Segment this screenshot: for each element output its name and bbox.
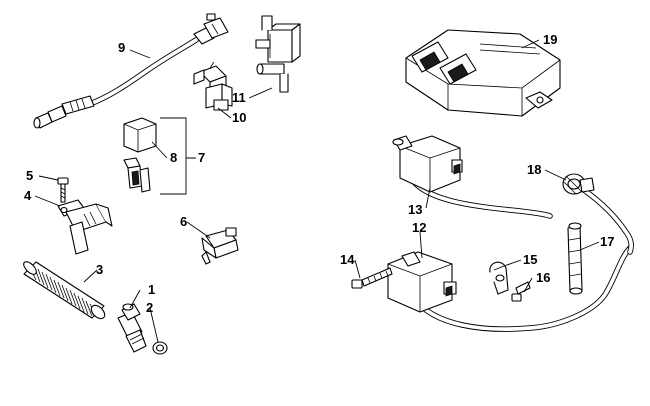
callout-14: 14 [340,252,355,267]
callout-16: 16 [536,270,550,285]
bolt-16-part [511,281,531,302]
ecu-module-part [405,29,561,117]
callout-18: 18 [527,162,541,177]
spark-plug-cap-part [562,173,595,195]
callout-4: 4 [24,188,32,203]
callout-17: 17 [600,234,614,249]
temperature-sensor-part [117,303,147,353]
corrugated-tube-part [23,261,106,320]
callout-10: 10 [232,110,246,125]
screw-5 [57,177,69,203]
spark-plug-lead-part [567,187,634,295]
callout-1: 1 [148,282,155,297]
callout-3: 3 [96,262,103,277]
callout-5: 5 [26,168,33,183]
ignition-coil-lower-part [387,245,633,332]
callout-19: 19 [543,32,557,47]
callout-8: 8 [170,150,177,165]
ignition-coil-upper-part [392,135,553,219]
callout-2: 2 [146,300,153,315]
callout-6: 6 [180,214,187,229]
callout-9: 9 [118,40,125,55]
o-ring-part [152,341,168,355]
bracket-leader-7 [160,117,196,195]
relay-part [123,117,157,193]
bolt-14-part [351,267,393,289]
callout-12: 12 [412,220,426,235]
pressure-switch-part [201,227,239,265]
map-sensor-part [57,199,113,255]
clamp-part [489,261,509,295]
callout-13: 13 [408,202,422,217]
oxygen-sensor-part [33,13,229,129]
callout-7: 7 [198,150,205,165]
vacuum-switch-part [255,15,301,93]
callout-15: 15 [523,252,537,267]
callout-11: 11 [232,90,246,105]
leader-lines [34,39,600,343]
solenoid-valve-part [193,61,233,111]
